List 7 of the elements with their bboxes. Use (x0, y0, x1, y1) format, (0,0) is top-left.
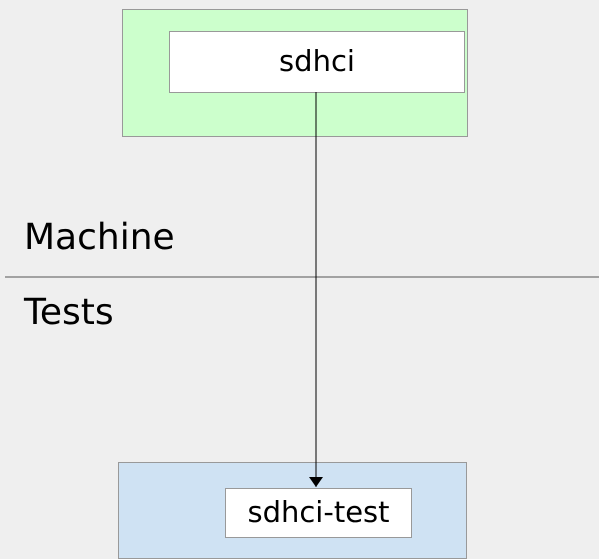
group-box (122, 9, 468, 137)
section-label: Tests (24, 295, 114, 331)
process-box: sdhci (169, 31, 465, 93)
section-label: Machine (24, 220, 175, 256)
arrow (309, 92, 323, 488)
group-box (118, 462, 467, 559)
process-box: sdhci-test (225, 488, 412, 538)
